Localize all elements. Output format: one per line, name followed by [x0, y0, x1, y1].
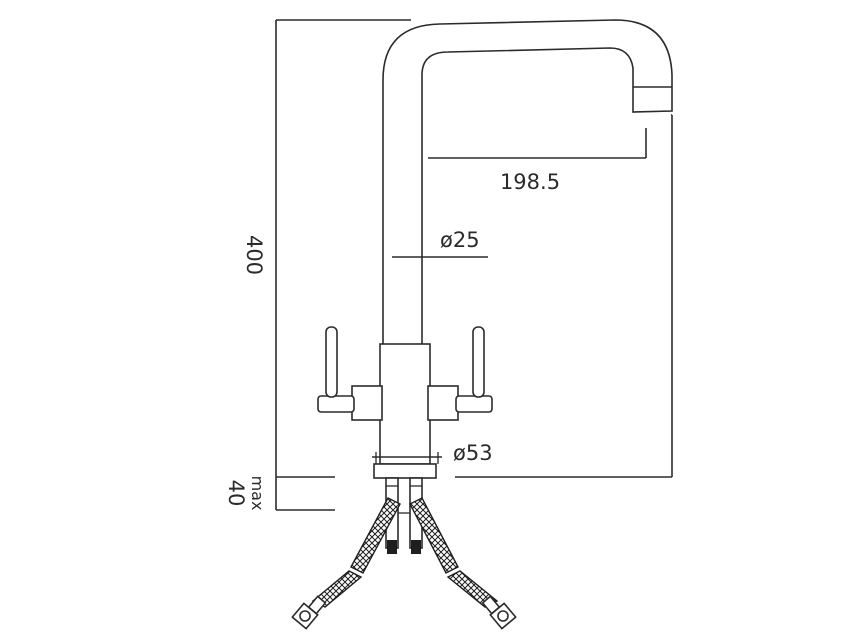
deck-max-prefix: max	[248, 476, 267, 511]
reach-dimension: 198.5	[428, 128, 647, 194]
right-hose-nut	[481, 595, 517, 630]
spout-diameter-dimension: ø25	[392, 228, 488, 258]
body-diameter-label: ø53	[453, 441, 493, 465]
height-label: 400	[242, 235, 266, 275]
left-lever-handle	[317, 326, 383, 421]
deck-thickness-dimension: 40 max	[224, 476, 335, 511]
spout-diameter-label: ø25	[440, 228, 480, 252]
tap-body	[379, 343, 431, 465]
height-dimension: 400	[242, 19, 411, 478]
left-hose-nut	[291, 595, 327, 630]
right-lever-handle	[427, 326, 493, 421]
swivel-spout	[382, 19, 673, 345]
deck-thickness-label: 40	[224, 480, 248, 507]
reach-label: 198.5	[500, 170, 560, 194]
spout-outlet	[632, 87, 673, 113]
outlet-height-extension	[455, 114, 673, 478]
base-collar	[373, 463, 437, 479]
hose-nut-connectors	[291, 595, 517, 630]
braided-flexible-hoses	[311, 497, 499, 608]
body-diameter-dimension: ø53	[372, 441, 493, 465]
